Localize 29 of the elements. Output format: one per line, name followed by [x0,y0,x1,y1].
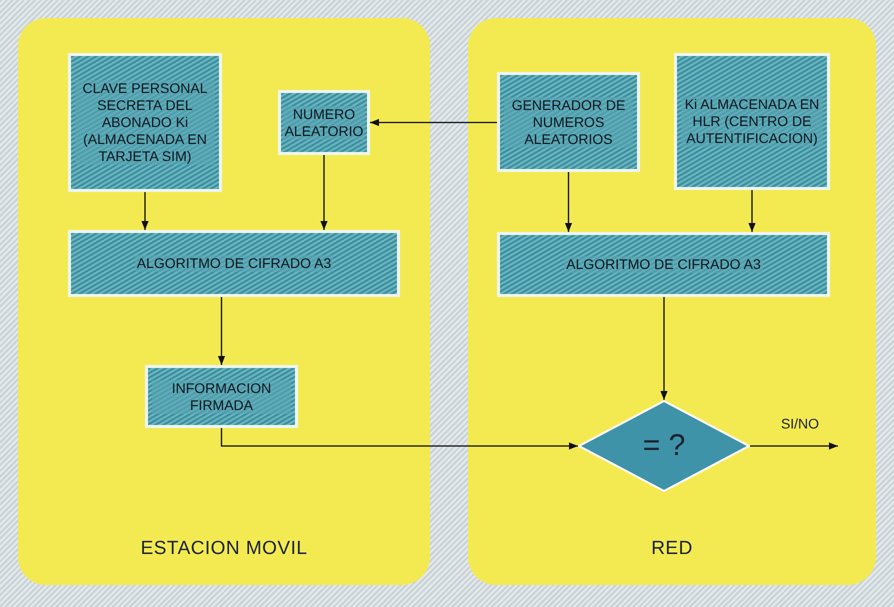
arrow [320,155,328,230]
process-box [68,230,400,297]
process-box [497,232,830,297]
process-box [145,365,298,428]
panel [468,18,876,585]
arrow [220,428,578,450]
arrow [748,190,756,232]
panel-title: RED [651,536,693,560]
arrow [370,118,497,126]
arrow [564,172,572,232]
process-box [68,53,222,192]
box-label: CLAVE PERSONAL SECRETA DEL ABONADO Ki (ALMACENADA EN TARJETA SIM) [75,80,215,165]
box-label: INFORMACION FIRMADA [152,380,291,414]
process-box [278,90,370,155]
arrow [141,192,149,230]
box-label: NUMERO ALEATORIO [282,106,366,140]
process-box [674,53,830,190]
box-label: GENERADOR DE NUMEROS ALEATORIOS [504,96,633,148]
box-label: ALGORITMO DE CIFRADO A3 [564,256,763,273]
panel [18,18,430,585]
arrow [218,297,226,365]
decision-diamond [578,400,750,492]
panel-title: ESTACION MOVIL [140,536,308,560]
box-label: ALGORITMO DE CIFRADO A3 [134,255,334,272]
diamond-label: = ? [642,431,686,461]
box-label: Ki ALMACENADA EN HLR (CENTRO DE AUTENTIFICACION) [681,96,823,147]
arrow [750,442,838,450]
arrow [660,297,668,400]
process-box [497,72,640,172]
